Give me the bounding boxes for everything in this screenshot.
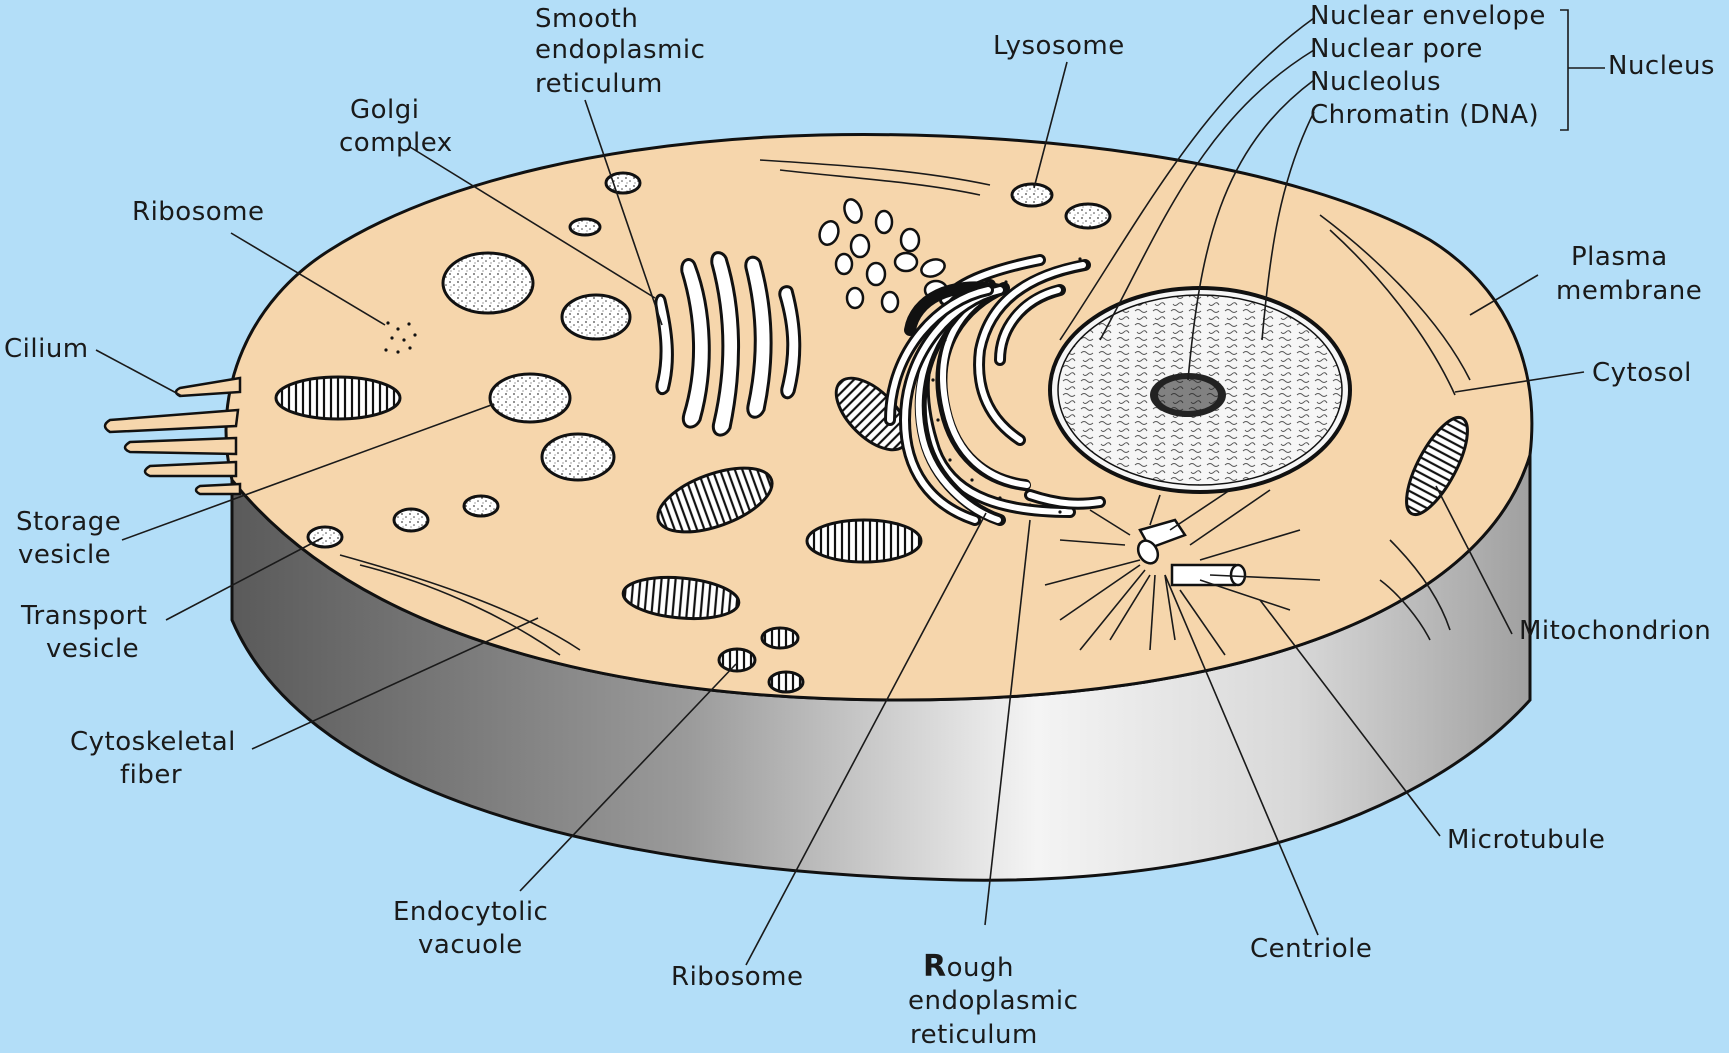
label-smooth-er-1: Smooth — [535, 4, 638, 34]
label-ribosome-top: Ribosome — [132, 197, 264, 227]
nucleus — [1050, 288, 1350, 492]
label-nuclear-envelope: Nuclear envelope — [1310, 1, 1546, 31]
label-rough-er-initial: R — [923, 949, 947, 984]
label-nucleus: Nucleus — [1608, 51, 1715, 81]
label-cilium: Cilium — [4, 334, 89, 364]
label-chromatin: Chromatin (DNA) — [1310, 100, 1539, 130]
label-centriole: Centriole — [1250, 934, 1372, 964]
label-endocytolic-vacuole-2: vacuole — [418, 930, 523, 960]
label-plasma-membrane-1: Plasma — [1571, 242, 1668, 272]
label-plasma-membrane-2: membrane — [1556, 276, 1702, 306]
label-rough-er-rest: ough — [947, 953, 1014, 983]
label-golgi-2: complex — [339, 128, 453, 158]
cilium-group — [105, 378, 240, 494]
label-rough-er-3: reticulum — [910, 1020, 1038, 1050]
label-mitochondrion: Mitochondrion — [1519, 616, 1711, 646]
label-endocytolic-vacuole-1: Endocytolic — [393, 897, 548, 927]
label-cytosol: Cytosol — [1592, 358, 1692, 388]
label-cytoskeletal-fiber-2: fiber — [120, 760, 182, 790]
label-storage-vesicle-2: vesicle — [18, 540, 111, 570]
label-nuclear-pore: Nuclear pore — [1310, 34, 1483, 64]
label-golgi-1: Golgi — [350, 95, 420, 125]
label-microtubule: Microtubule — [1447, 825, 1605, 855]
label-ribosome-bottom: Ribosome — [671, 962, 803, 992]
label-transport-vesicle-1: Transport — [20, 601, 148, 631]
label-nucleolus: Nucleolus — [1310, 67, 1441, 97]
label-smooth-er-3: reticulum — [535, 69, 663, 99]
label-transport-vesicle-2: vesicle — [46, 634, 139, 664]
label-smooth-er-2: endoplasmic — [535, 35, 705, 65]
label-rough-er-1: Rough — [923, 949, 1014, 984]
label-cytoskeletal-fiber-1: Cytoskeletal — [70, 727, 236, 757]
label-lysosome: Lysosome — [993, 31, 1125, 61]
label-storage-vesicle-1: Storage — [16, 507, 121, 537]
label-rough-er-2: endoplasmic — [908, 986, 1078, 1016]
